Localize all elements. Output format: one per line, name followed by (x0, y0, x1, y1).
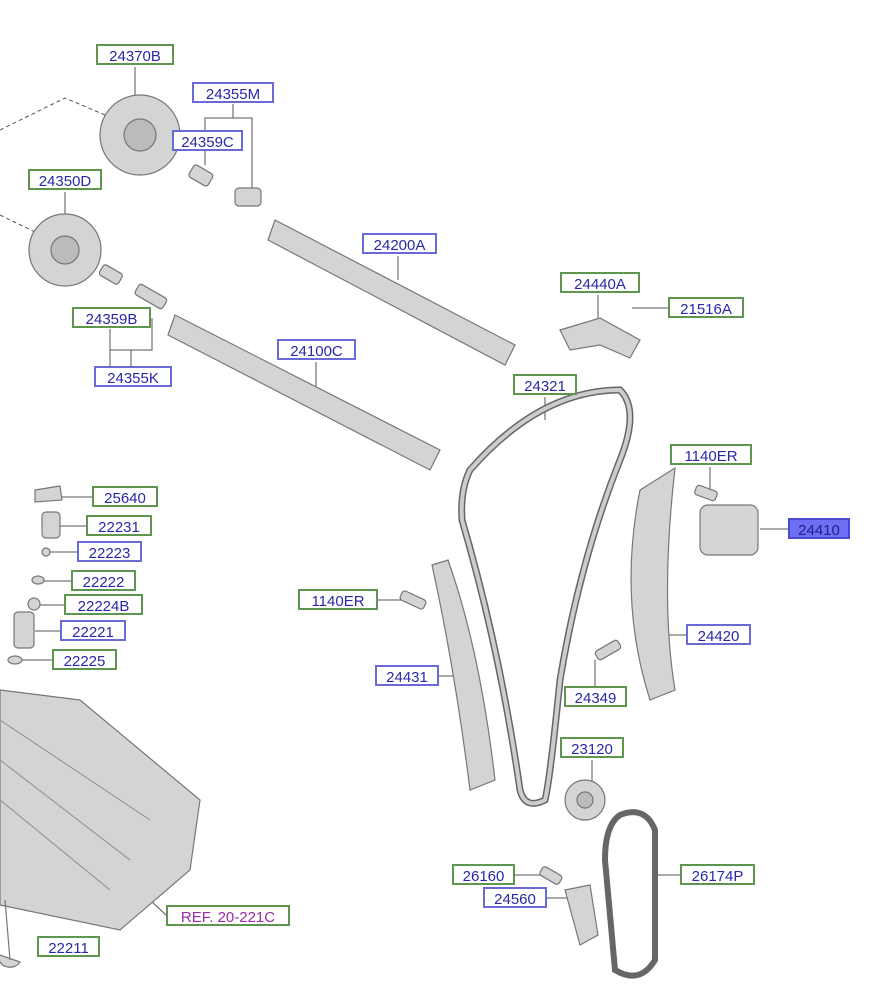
reference-label[interactable]: REF. 20-221C (166, 905, 290, 926)
part-label-24200A[interactable]: 24200A (362, 233, 437, 254)
part-label-24431[interactable]: 24431 (375, 665, 439, 686)
part-label-22211[interactable]: 22211 (37, 936, 100, 957)
camshaft-intake (167, 314, 441, 471)
dashed-leader (0, 214, 36, 233)
part-label-24440A[interactable]: 24440A (560, 272, 640, 293)
camshaft-exhaust (267, 219, 516, 366)
part-label-22221[interactable]: 22221 (60, 620, 126, 641)
cylinder-head (0, 689, 201, 931)
part-label-22224B[interactable]: 22224B (64, 594, 143, 615)
part-label-22222[interactable]: 22222 (71, 570, 136, 591)
part-label-1140ER[interactable]: 1140ER (298, 589, 378, 610)
oil-pump-chain (601, 809, 658, 979)
part-label-24359C[interactable]: 24359C (172, 130, 243, 151)
part-label-22231[interactable]: 22231 (86, 515, 152, 536)
part-label-26174P[interactable]: 26174P (680, 864, 755, 885)
part-label-23120[interactable]: 23120 (560, 737, 624, 758)
part-label-24355K[interactable]: 24355K (94, 366, 172, 387)
oil-pump-tensioner (564, 884, 599, 946)
part-label-25640[interactable]: 25640 (92, 486, 158, 507)
chain-tensioner (699, 504, 759, 556)
tensioner-arm (630, 466, 676, 701)
part-label-24359B[interactable]: 24359B (72, 307, 151, 328)
part-label-24321[interactable]: 24321 (513, 374, 577, 395)
part-label-22223[interactable]: 22223 (77, 541, 142, 562)
part-label-24420[interactable]: 24420 (686, 624, 751, 645)
part-label-24349[interactable]: 24349 (564, 686, 627, 707)
valve-spring (13, 611, 35, 649)
part-label-24560[interactable]: 24560 (483, 887, 547, 908)
chain-guide (431, 559, 496, 791)
part-label-21516A[interactable]: 21516A (668, 297, 744, 318)
dashed-leader (0, 97, 106, 131)
part-label-24370B[interactable]: 24370B (96, 44, 174, 65)
part-label-22225[interactable]: 22225 (52, 649, 117, 670)
part-label-24350D[interactable]: 24350D (28, 169, 102, 190)
part-label-24410-highlighted[interactable]: 24410 (788, 518, 850, 539)
part-label-24100C[interactable]: 24100C (277, 339, 356, 360)
part-label-1140ER[interactable]: 1140ER (670, 444, 752, 465)
part-label-24355M[interactable]: 24355M (192, 82, 274, 103)
bracket (559, 317, 641, 359)
part-label-26160[interactable]: 26160 (452, 864, 515, 885)
